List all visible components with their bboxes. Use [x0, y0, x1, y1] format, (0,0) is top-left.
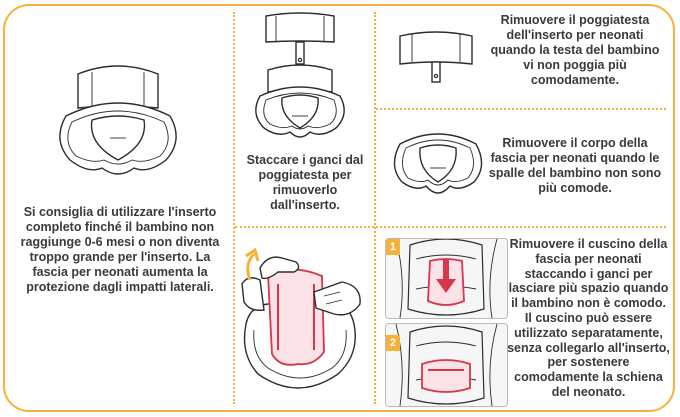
- unhook-headrest-text: Staccare i ganci dal poggiatesta per rim…: [246, 153, 364, 212]
- step-2-badge: 2: [386, 335, 400, 351]
- step-1-badge: 1: [386, 239, 400, 255]
- instruction-panel-frame: [3, 4, 675, 412]
- remove-headrest-text: Rimuovere il poggiatesta dell'inserto pe…: [490, 13, 660, 87]
- headrest-illustration: [399, 31, 473, 83]
- infant-body-insert-illustration: [393, 133, 483, 194]
- remove-cushion-text: Rimuovere il cuscino della fascia per ne…: [507, 237, 670, 399]
- full-insert-text: Si consiglia di utilizzare l'inserto com…: [20, 205, 220, 294]
- step-2-photo: [385, 323, 508, 407]
- row-divider-right-1: [376, 108, 666, 110]
- step-1-photo: [385, 238, 508, 319]
- remove-body-text: Rimuovere il corpo della fascia per neon…: [488, 136, 662, 195]
- row-divider-right-2: [376, 226, 666, 228]
- row-divider-middle: [235, 226, 374, 228]
- column-divider-2: [374, 12, 376, 404]
- headrest-detached-illustration: [255, 12, 345, 138]
- cushion-removal-illustration: [241, 247, 361, 389]
- full-insert-illustration: [59, 65, 177, 175]
- column-divider-1: [233, 12, 235, 404]
